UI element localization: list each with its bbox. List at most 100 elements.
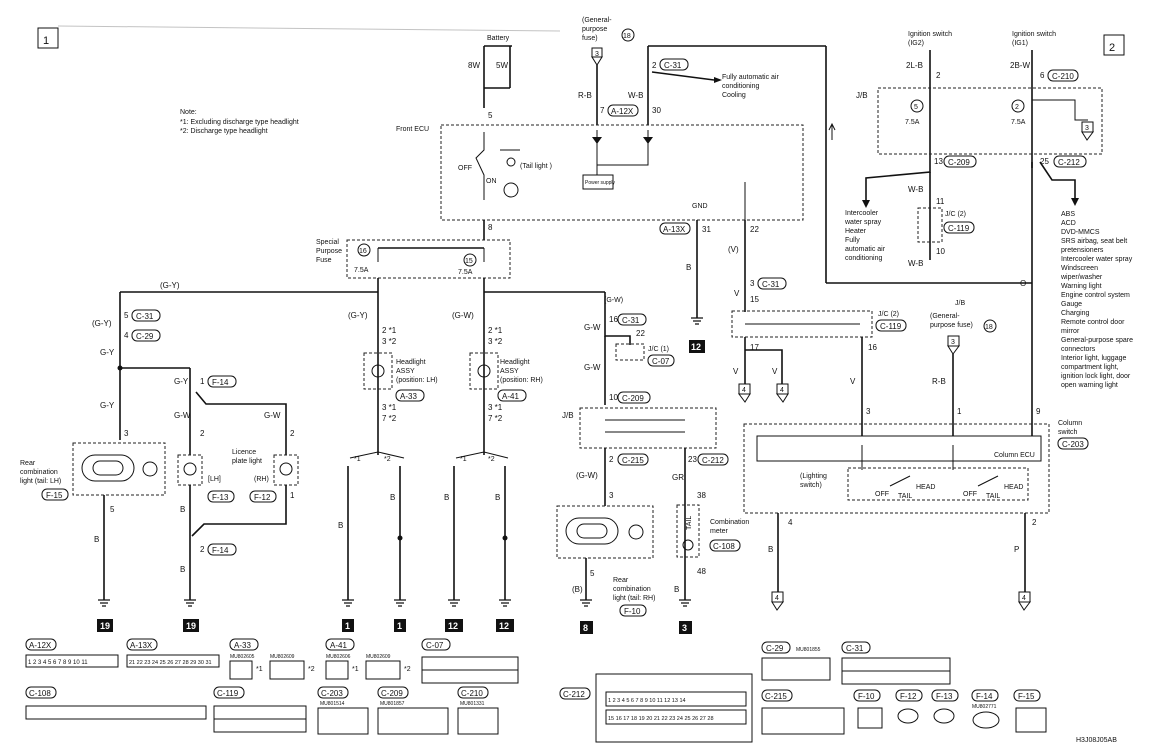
spf-amp-16: 7.5A <box>354 267 369 274</box>
abs-18: ignition lock light, door <box>1061 373 1131 380</box>
r-pin-3: 3 <box>750 279 755 288</box>
ig-wb-1: W-B <box>908 185 923 194</box>
lic-label-2: plate light <box>232 458 262 465</box>
r-pin-15: 15 <box>750 295 759 304</box>
hl-rh-p7s2: 7 *2 <box>488 414 503 423</box>
pin-5-battery: 5 <box>488 111 493 120</box>
column-ecu-box <box>756 435 1042 462</box>
c-pin-38: 38 <box>697 491 706 500</box>
gnd12a-label: 12 <box>448 621 458 631</box>
r-v-1: V <box>734 289 740 298</box>
a12x-tag <box>607 104 639 117</box>
lic-label-1: Licence <box>232 449 256 456</box>
ig2-label-1: Ignition switch <box>908 31 952 38</box>
r-c31-tag <box>757 277 787 290</box>
cl-c212: C-212 <box>563 690 585 699</box>
abs-17: compartment light, <box>1061 364 1119 371</box>
hl-lh-p3s2: 3 *2 <box>382 337 397 346</box>
ig-pin-25: 25 <box>1040 157 1049 166</box>
gp-fuse-18-top: 18 <box>623 33 631 40</box>
cl-a12x: A-12X <box>29 641 52 650</box>
ig-f5-circle <box>910 99 924 113</box>
spf-15: 15 <box>465 258 473 265</box>
spf-15-circle <box>463 253 477 267</box>
f14b-label: F-14 <box>212 546 229 555</box>
cl-c209-body <box>377 707 449 735</box>
r-tail-1: TAIL <box>898 493 912 500</box>
cl-c215: C-215 <box>765 692 787 701</box>
cl-f15-tag <box>1013 689 1041 702</box>
gnd1b-box <box>394 619 406 632</box>
ig-amp5: 7.5A <box>905 119 920 126</box>
cl-a33-body2 <box>269 660 305 680</box>
spf-16-circle <box>357 243 371 257</box>
hl-lh-gy: (G-Y) <box>348 311 368 320</box>
cl-f12-body <box>897 708 919 724</box>
ac-text-3: Cooling <box>722 92 746 99</box>
c07-tag <box>647 354 675 367</box>
cl-a13x-tag <box>126 638 158 651</box>
r-c119: C-119 <box>880 322 902 331</box>
a13x-tag <box>659 222 691 235</box>
cl-f13-tag <box>931 689 959 702</box>
cl-f14: F-14 <box>976 692 993 701</box>
lighting-switch-1: (Lighting <box>800 473 827 480</box>
gp-fuse-label-top: (General- <box>582 17 612 24</box>
abs-13: mirror <box>1061 328 1080 335</box>
abs-4: pretensioners <box>1061 247 1104 254</box>
c203-label: C-203 <box>1062 440 1084 449</box>
jb-center-box <box>579 407 717 449</box>
c-c31-tag <box>617 313 647 326</box>
cl-c203-body <box>317 707 369 735</box>
c-pin-48: 48 <box>697 567 706 576</box>
cl-a33-tag <box>229 638 259 651</box>
wire-rb-top: R-B <box>578 91 592 100</box>
hl-lh-s1: *1 <box>354 456 361 463</box>
cl-c212-body <box>595 673 753 743</box>
abs-0: ABS <box>1061 211 1075 218</box>
spf-label-1: Special <box>316 239 339 246</box>
c209-center: C-209 <box>622 394 644 403</box>
hl-rh-label-2: ASSY <box>500 368 519 375</box>
column-switch-2: switch <box>1058 429 1078 436</box>
left-c29-tag <box>131 329 161 342</box>
gnd8-label: 8 <box>583 623 588 633</box>
lighting-switch-box <box>847 467 1029 501</box>
ig-jc2: J/C (2) <box>945 211 966 218</box>
r-c119-tag <box>875 319 907 332</box>
left-c29: C-29 <box>136 332 154 341</box>
rear-comb-lh-box <box>72 442 166 496</box>
r-jc2: J/C (2) <box>878 311 899 318</box>
ig-jc2-box <box>917 207 943 243</box>
cl-f15-body <box>1015 707 1047 733</box>
hl-rh-label-1: Headlight <box>500 359 530 366</box>
abs-7: wiper/washer <box>1060 274 1103 281</box>
gnd12b-box <box>496 619 514 632</box>
ig-pin-10: 10 <box>936 247 945 256</box>
cl-c119-tag <box>213 686 245 699</box>
r-tail-2: TAIL <box>986 493 1000 500</box>
abs-11: Charging <box>1061 310 1090 317</box>
gnd12b-label: 12 <box>499 621 509 631</box>
c31-top-label: C-31 <box>664 61 682 70</box>
cl-a41-mu2: MU802609 <box>366 654 391 660</box>
hl-lh-s2: *2 <box>384 456 391 463</box>
f13-tag <box>207 490 235 503</box>
lic-rh: (RH) <box>254 476 269 483</box>
left-c31: C-31 <box>136 312 154 321</box>
c-b-paren: (B) <box>572 585 583 594</box>
hl-rh-box <box>469 352 499 390</box>
r-pin-4: 4 <box>788 518 793 527</box>
cl-c07-tag <box>421 638 451 651</box>
lic-pin-2b: 2 <box>290 429 295 438</box>
r-pin-3b: 3 <box>866 407 871 416</box>
ig-c209: C-209 <box>948 158 970 167</box>
cl-c29-mu: MU801855 <box>796 647 821 653</box>
rear-comb-rh-box <box>556 505 654 559</box>
cl-c31-tag <box>841 641 871 654</box>
c210-right: C-210 <box>1052 72 1074 81</box>
a33-label: A-33 <box>400 392 417 401</box>
lic-pin-1b: 1 <box>290 491 295 500</box>
cl-f12-tag <box>895 689 923 702</box>
